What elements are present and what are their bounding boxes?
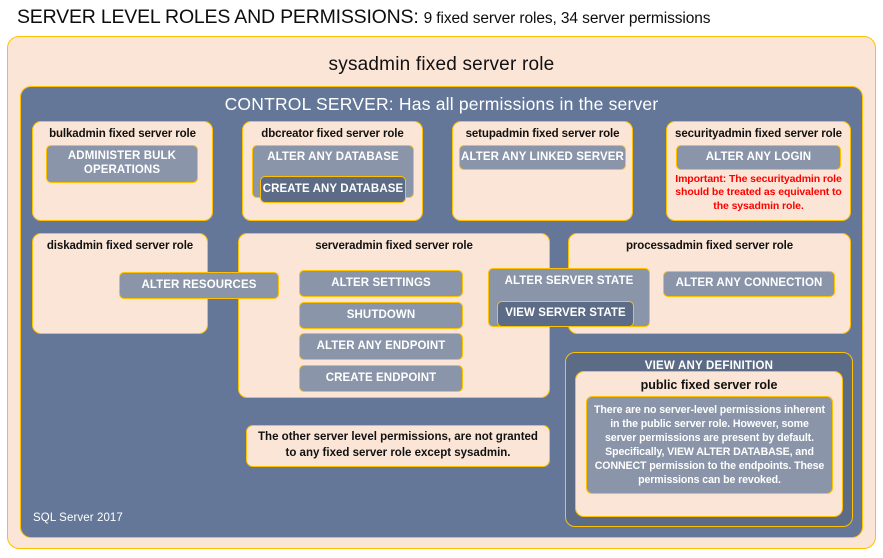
- sysadmin-role-label: sysadmin fixed server role: [328, 54, 555, 75]
- permission-label: CREATE ANY DATABASE: [262, 182, 404, 195]
- other-permissions-note: The other server level permissions, are …: [246, 425, 550, 467]
- permission-label: ALTER SETTINGS: [331, 276, 431, 289]
- page-title-main: SERVER LEVEL ROLES AND PERMISSIONS:: [17, 6, 419, 28]
- control-server-label: CONTROL SERVER: Has all permissions in t…: [224, 93, 659, 114]
- role-title-serveradmin: serveradmin fixed server role: [315, 240, 473, 252]
- footer-version-label: SQL Server 2017: [33, 512, 123, 524]
- permission-label: ALTER ANY DATABASE: [267, 151, 399, 163]
- permission-label-line1: ADMINISTER BULK: [67, 150, 177, 163]
- permission-label: CREATE ENDPOINT: [325, 371, 437, 384]
- permission-label: ALTER SERVER STATE: [504, 275, 634, 287]
- page-title-sub: 9 fixed server roles, 34 server permissi…: [423, 10, 711, 27]
- permission-chip-alter-any-endpoint[interactable]: ALTER ANY ENDPOINT: [299, 333, 463, 360]
- permission-label: VIEW SERVER STATE: [505, 307, 626, 320]
- permission-chip-alter-settings[interactable]: ALTER SETTINGS: [299, 270, 463, 297]
- role-title-public: public fixed server role: [640, 378, 778, 392]
- securityadmin-important-note: Important: The securityadmin role should…: [675, 173, 842, 212]
- permission-chip-alter-any-linked-server[interactable]: ALTER ANY LINKED SERVER: [459, 145, 626, 170]
- permission-label: ALTER ANY CONNECTION: [675, 277, 823, 290]
- role-title-setupadmin: setupadmin fixed server role: [465, 128, 620, 140]
- permission-chip-alter-resources[interactable]: ALTER RESOURCES: [119, 272, 279, 299]
- public-role-description: There are no server-level permissions in…: [586, 396, 833, 494]
- page-title: SERVER LEVEL ROLES AND PERMISSIONS: 9 fi…: [17, 6, 877, 32]
- permission-chip-alter-any-login[interactable]: ALTER ANY LOGIN: [676, 145, 841, 170]
- permission-chip-view-server-state[interactable]: VIEW SERVER STATE: [497, 301, 634, 327]
- permission-chip-create-any-database[interactable]: CREATE ANY DATABASE: [260, 176, 406, 203]
- role-card-securityadmin: securityadmin fixed server role: [666, 121, 851, 221]
- role-title-securityadmin: securityadmin fixed server role: [675, 128, 842, 140]
- permission-chip-shutdown[interactable]: SHUTDOWN: [299, 302, 463, 329]
- permission-label: ALTER ANY LOGIN: [705, 150, 812, 163]
- permission-label-line2: OPERATIONS: [83, 164, 161, 176]
- permission-label: ALTER ANY LINKED SERVER: [461, 150, 624, 163]
- role-title-processadmin: processadmin fixed server role: [625, 240, 794, 252]
- permission-chip-create-endpoint[interactable]: CREATE ENDPOINT: [299, 365, 463, 392]
- permission-chip-alter-any-connection[interactable]: ALTER ANY CONNECTION: [663, 271, 835, 297]
- role-card-setupadmin: setupadmin fixed server role: [452, 121, 633, 221]
- permission-chip-administer-bulk-operations[interactable]: ADMINISTER BULK OPERATIONS: [46, 145, 198, 183]
- role-title-dbcreator: dbcreator fixed server role: [261, 128, 404, 140]
- permission-label-view-any-definition: VIEW ANY DEFINITION: [644, 360, 774, 372]
- permission-label: SHUTDOWN: [346, 308, 416, 321]
- permission-label: ALTER ANY ENDPOINT: [316, 339, 446, 352]
- permission-label: ALTER RESOURCES: [141, 278, 257, 291]
- role-title-diskadmin: diskadmin fixed server role: [46, 240, 194, 252]
- role-title-bulkadmin: bulkadmin fixed server role: [49, 128, 196, 140]
